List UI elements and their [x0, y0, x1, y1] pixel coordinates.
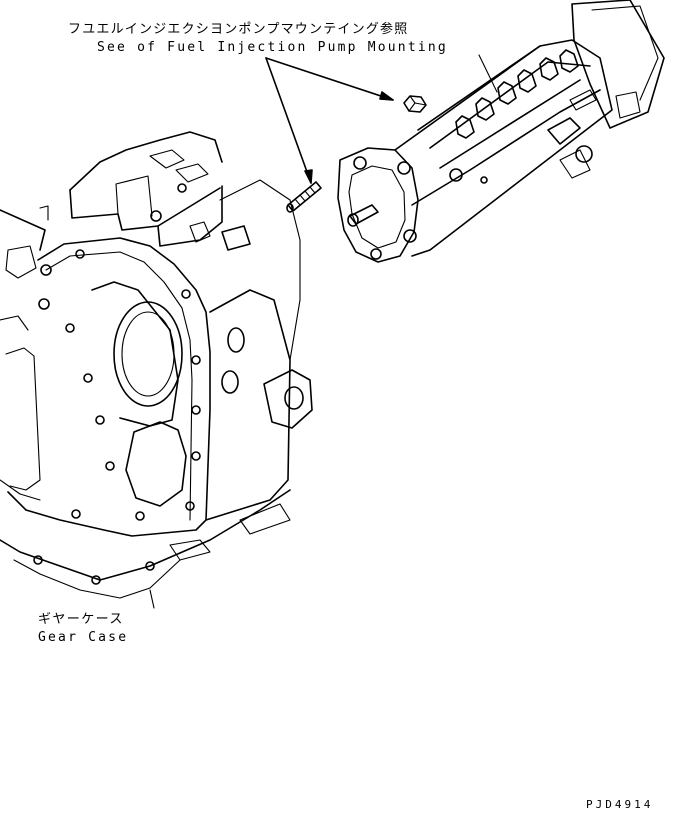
gear-case-label-jp: ギヤーケース [38, 612, 124, 627]
fuel-pump-label-en: See of Fuel Injection Pump Mounting [97, 40, 448, 55]
fuel-pump-label-jp: フユエルインジエクシヨンポンプマウンテイング参照 [68, 22, 409, 37]
delivery-valves [455, 49, 579, 139]
gear-case [0, 131, 313, 609]
gear-case-label-en: Gear Case [38, 630, 129, 645]
drawing-code: PJD4914 [586, 798, 654, 811]
leader-lines [265, 54, 498, 184]
stud-bolt [286, 181, 322, 213]
fuel-injection-pump [337, 0, 665, 263]
hex-nut [403, 95, 427, 113]
